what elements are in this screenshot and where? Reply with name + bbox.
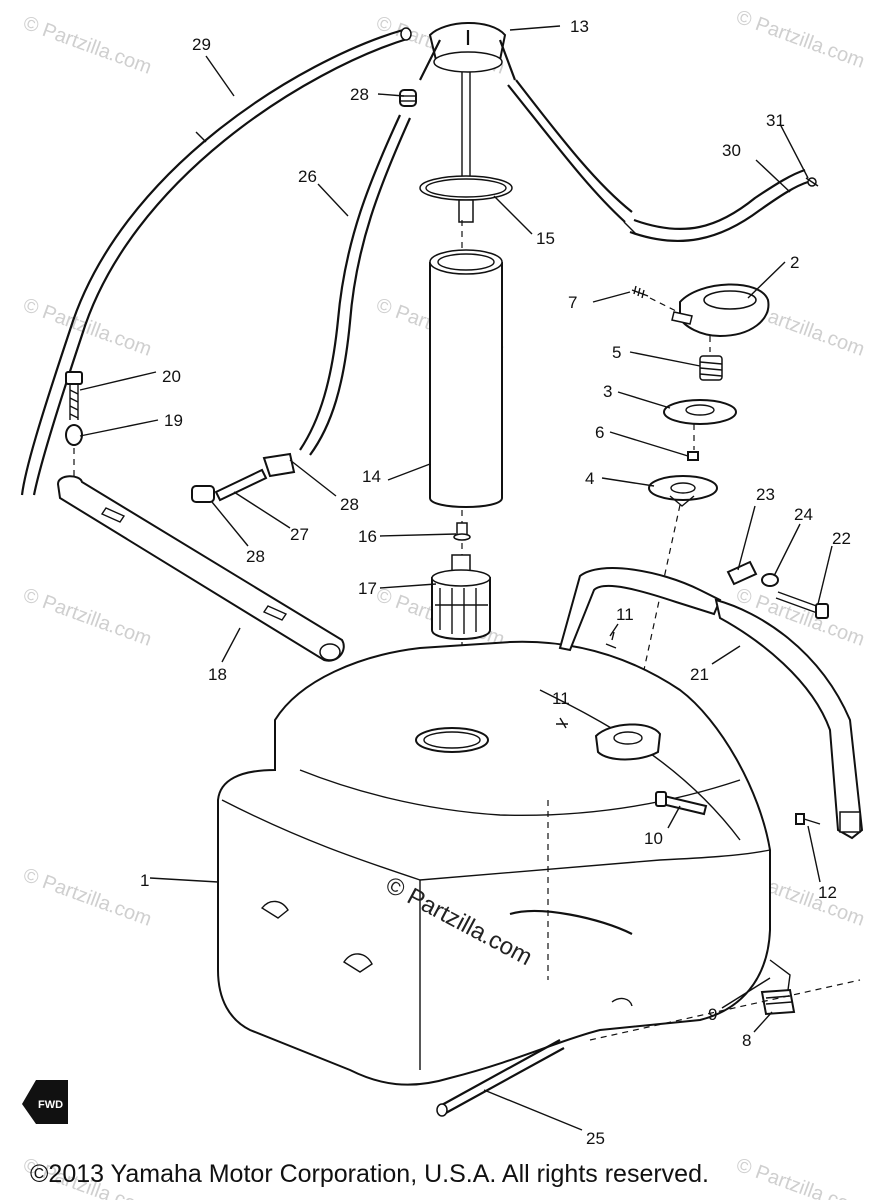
clip-31 [805, 177, 819, 187]
washer-24 [761, 573, 779, 587]
copyright-notice: ©2013 Yamaha Motor Corporation, U.S.A. A… [30, 1160, 709, 1188]
callout-27: 27 [290, 525, 309, 544]
callout-26: 26 [298, 167, 317, 186]
bolt-12 [795, 813, 821, 825]
callout-4: 4 [585, 469, 594, 488]
bracket-23 [726, 560, 758, 586]
callout-19: 19 [164, 411, 183, 430]
pickup-tube-15 [419, 72, 513, 223]
callout-9: 9 [708, 1005, 717, 1024]
spring-5 [699, 355, 723, 381]
clamp-28-top [399, 89, 417, 107]
leader-lines [79, 25, 833, 1131]
fuel-fitting-13 [419, 22, 517, 81]
callout-24: 24 [794, 505, 813, 524]
fitting-27 [191, 452, 296, 503]
seal-4 [648, 475, 718, 507]
hose-30 [507, 79, 809, 242]
callout-2: 2 [790, 253, 799, 272]
callout-15: 15 [536, 229, 555, 248]
bolt-20 [65, 371, 83, 420]
axis-line [589, 979, 861, 1041]
spring-6 [687, 451, 699, 461]
callout-13: 13 [570, 17, 589, 36]
callout-30: 30 [722, 141, 741, 160]
hose-29 [20, 27, 412, 496]
callout-3: 3 [603, 382, 612, 401]
bracket-21 [558, 567, 864, 840]
watermark: © Partzilla.com [20, 584, 154, 651]
washer-19 [65, 424, 83, 446]
callout-10: 10 [644, 829, 663, 848]
watermark: © Partzilla.com [733, 6, 867, 73]
callout-17: 17 [358, 579, 377, 598]
hose-25 [436, 1039, 565, 1117]
rail-18 [56, 475, 345, 662]
filter-tube-14 [429, 249, 503, 508]
screw-7 [631, 285, 679, 313]
bolt-22 [775, 591, 829, 619]
fuel-cap-2 [671, 283, 770, 338]
fwd-arrow-icon: FWD [22, 1080, 68, 1124]
callout-12: 12 [818, 883, 837, 902]
callout-11-mid: 11 [552, 689, 570, 708]
callout-28-mid: 28 [340, 495, 359, 514]
callout-18: 18 [208, 665, 227, 684]
callout-5: 5 [612, 343, 621, 362]
callout-31: 31 [766, 111, 785, 130]
callout-16: 16 [358, 527, 377, 546]
callout-28-top: 28 [350, 85, 369, 104]
watermark: © Partzilla.com [20, 294, 154, 361]
strainer-17 [431, 554, 491, 640]
callout-23: 23 [756, 485, 775, 504]
watermark: © Partzilla.com [20, 12, 154, 79]
bolt-10 [655, 791, 708, 816]
callout-20: 20 [162, 367, 181, 386]
watermark: © Partzilla.com [20, 864, 154, 931]
axis-line [632, 504, 681, 721]
gasket-3 [663, 399, 737, 425]
callout-25: 25 [586, 1129, 605, 1148]
callout-8: 8 [742, 1031, 751, 1050]
callout-21: 21 [690, 665, 709, 684]
screw-11-mid [556, 717, 568, 729]
fuel-tank-1 [217, 640, 771, 1086]
callout-11-top: 11 [616, 605, 634, 624]
clip-8 [760, 988, 796, 1016]
washer-16 [453, 522, 471, 541]
callout-22: 22 [832, 529, 851, 548]
callout-labels: 13 2 7 5 3 6 4 14 15 16 17 18 20 19 28 2… [140, 17, 851, 1148]
callout-7: 7 [568, 293, 577, 312]
callout-1: 1 [140, 871, 149, 890]
callout-29: 29 [192, 35, 211, 54]
fwd-label: FWD [38, 1099, 63, 1111]
bracket-9 [769, 959, 791, 991]
callout-14: 14 [362, 467, 381, 486]
callout-6: 6 [595, 423, 604, 442]
hose-26 [299, 114, 412, 456]
screw-11-top [605, 623, 619, 649]
callout-28-left: 28 [246, 547, 265, 566]
